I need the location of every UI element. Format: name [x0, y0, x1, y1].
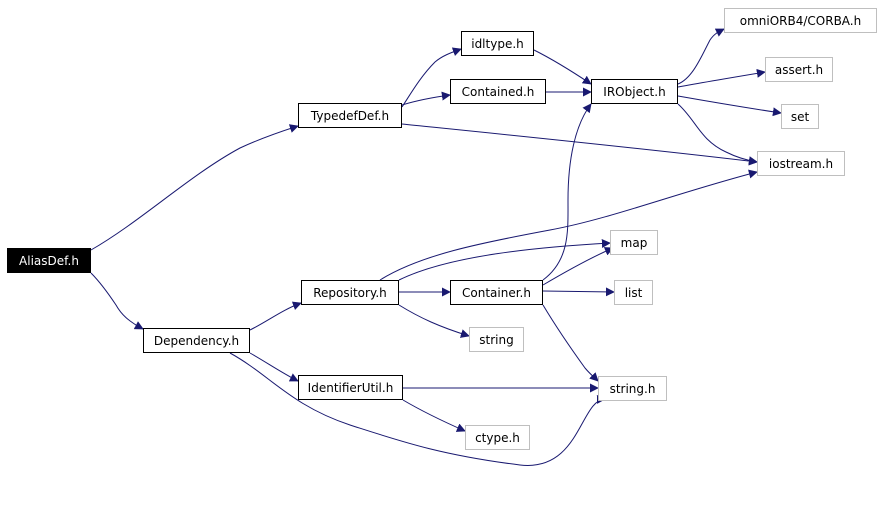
edge-repository-to-string: [398, 304, 470, 338]
edge-dependency-to-stringh: [229, 352, 606, 466]
node-stringh: string.h: [598, 376, 667, 401]
edge-container-to-map: [542, 247, 614, 286]
edge-typedefdef-to-contained: [401, 91, 451, 106]
edge-idltype-to-irobject: [533, 49, 592, 85]
node-list: list: [614, 280, 653, 305]
node-aliasdef[interactable]: AliasDef.h: [7, 248, 91, 273]
edge-typedefdef-to-iostream: [401, 123, 758, 166]
node-idltype[interactable]: idltype.h: [461, 31, 534, 56]
node-string: string: [469, 327, 524, 352]
node-irobject[interactable]: IRObject.h: [591, 79, 678, 104]
node-map: map: [610, 230, 658, 255]
node-identifierutil[interactable]: IdentifierUtil.h: [298, 375, 403, 400]
edge-container-to-irobject: [542, 103, 592, 281]
edge-container-to-list: [542, 287, 615, 297]
node-ctype: ctype.h: [465, 425, 530, 450]
node-iostream: iostream.h: [757, 151, 845, 176]
edge-irobject-to-set: [677, 95, 782, 117]
node-set: set: [781, 104, 819, 129]
edge-dependency-to-identifierutil: [249, 352, 299, 382]
node-contained[interactable]: Contained.h: [450, 79, 546, 104]
edge-repository-to-map: [398, 238, 611, 281]
edge-dependency-to-repository: [249, 301, 302, 331]
edge-identifierutil-to-ctype: [402, 399, 466, 432]
edge-typedefdef-to-idltype: [401, 47, 462, 108]
edge-aliasdef-to-typedefdef: [90, 124, 299, 251]
node-dependency[interactable]: Dependency.h: [143, 328, 250, 353]
node-assert: assert.h: [765, 57, 833, 82]
node-container[interactable]: Container.h: [450, 280, 543, 305]
edge-irobject-to-assert: [677, 68, 766, 88]
node-typedefdef[interactable]: TypedefDef.h: [298, 103, 402, 128]
edge-repository-to-iostream: [379, 169, 758, 281]
edge-layer: [90, 28, 782, 466]
node-omniorb: omniORB4/CORBA.h: [724, 8, 877, 33]
node-repository[interactable]: Repository.h: [301, 280, 399, 305]
edge-irobject-to-omniorb: [677, 28, 725, 85]
edge-irobject-to-iostream: [677, 103, 758, 166]
edge-aliasdef-to-dependency: [90, 272, 144, 330]
edge-container-to-stringh: [542, 304, 599, 382]
